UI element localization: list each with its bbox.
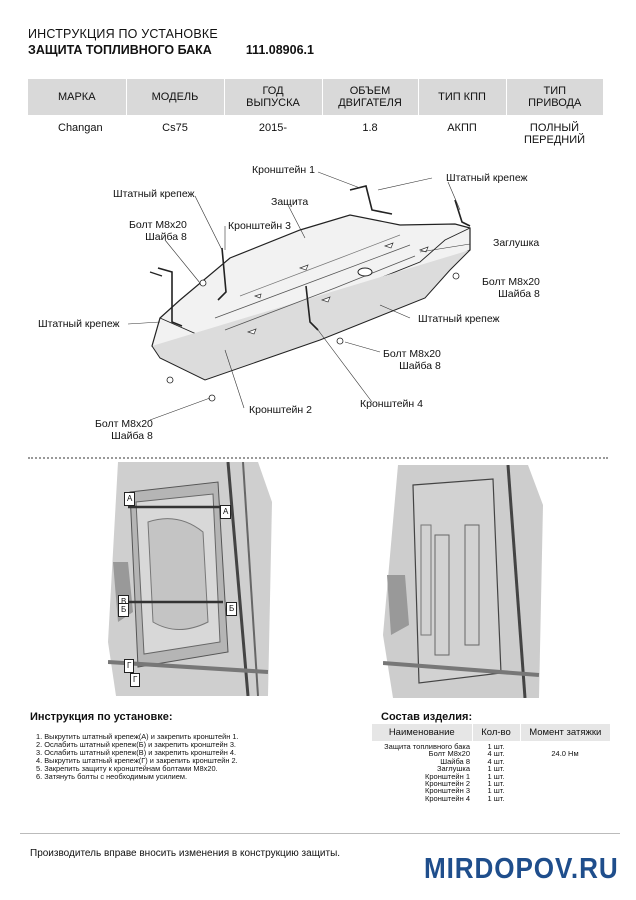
component-qty: 1 шт. [487,764,505,774]
col-engine: ОБЪЕМ ДВИГАТЕЛЯ [322,79,419,115]
col-brand: МАРКА [28,79,127,115]
component-qty: 4 шт. [487,756,505,766]
guard-photo-drawing [382,464,543,699]
val-engine: 1.8 [362,122,378,134]
footer-note: Производитель вправе вносить изменения в… [30,848,341,859]
label-bolt-left-top: Болт М8х20 Шайба 8 [129,219,187,243]
label-plug: Заглушка [493,237,540,249]
components-title: Состав изделия: [381,711,473,723]
label-bracket1: Кронштейн 1 [252,164,315,176]
component-qty: 4 шт. [487,749,505,759]
instruction-step: 2. Ослабить штатный крепеж(Б) и закрепит… [36,740,236,750]
instruction-step: 1. Выкрутить штатный крепеж(А) и закрепи… [36,732,239,741]
marker-b-right: Б [226,602,238,616]
table-row: Защита топливного бака 1 шт. 24.0 Нм [372,741,610,758]
val-drive: ПОЛНЫЙ ПЕРЕДНИЙ [523,122,586,146]
label-bracket2: Кронштейн 2 [249,404,312,416]
components-table: Наименование Кол-во Момент затяжки Защит… [372,724,610,802]
marker-a-right: А [220,505,232,519]
component-name: Кронштейн 1 [425,771,470,781]
table-row: Кронштейн 1 1 шт. [372,771,610,781]
label-bracket3: Кронштейн 3 [228,220,291,232]
label-std-fastener-mid: Штатный крепеж [418,313,500,325]
product-name: ЗАЩИТА ТОПЛИВНОГО БАКА [28,43,212,57]
table-row: Болт М8х20 4 шт. [372,749,610,759]
col-year: ГОД ВЫПУСКА [224,79,323,115]
col-torque: Момент затяжки [520,724,610,741]
label-bolt-mid: Болт М8х20 Шайба 8 [383,348,441,372]
table-row: Кронштейн 2 1 шт. [372,779,610,789]
component-name: Шайба 8 [440,756,470,766]
instruction-step: 4. Выкрутить штатный крепеж(Г) и закрепи… [36,756,238,766]
component-name: Кронштейн 3 [425,786,470,796]
col-qty: Кол-во [472,724,521,741]
component-qty: 1 шт. [487,779,505,789]
marker-g-right: Г [130,673,141,687]
label-protection: Защита [271,196,309,208]
product-title: ЗАЩИТА ТОПЛИВНОГО БАКА 111.08906.1 [28,43,314,57]
instruction-steps: 1. Выкрутить штатный крепеж(А) и закрепи… [36,732,239,782]
components-header-row: Наименование Кол-во Момент затяжки [372,724,610,741]
label-bolt-right: Болт М8х20 Шайба 8 [482,276,540,300]
label-bracket4: Кронштейн 4 [360,398,423,410]
label-std-fastener-left-top: Штатный крепеж [113,188,195,200]
component-qty: 1 шт. [487,742,505,751]
component-name: Кронштейн 4 [425,793,470,803]
col-drive: ТИП ПРИВОДА [506,79,603,115]
spec-value-row: Changan Cs75 2015- 1.8 АКПП ПОЛНЫЙ ПЕРЕД… [28,115,603,151]
marker-g-left: Г [124,659,135,673]
val-gearbox: АКПП [447,122,477,134]
component-qty: 1 шт. [487,771,505,781]
component-qty: 1 шт. [487,793,505,803]
spec-header-row: МАРКА МОДЕЛЬ ГОД ВЫПУСКА ОБЪЕМ ДВИГАТЕЛЯ… [28,79,603,115]
guard-drawing [127,171,471,421]
exploded-diagram: Кронштейн 1 Штатный крепеж Штатный крепе… [0,150,636,450]
instruction-step: 3. Ослабить штатный крепеж(В) и закрепит… [36,748,237,758]
val-year: 2015- [258,122,288,134]
section-divider [28,457,608,459]
label-bolt-bottom: Болт М8х20 Шайба 8 [95,418,153,442]
component-name: Кронштейн 2 [425,779,470,789]
torque-value: 24.0 Нм [551,749,579,758]
component-qty: 1 шт. [487,786,505,796]
label-std-fastener-top: Штатный крепеж [446,172,528,184]
marker-b-left: Б [118,603,130,617]
instruction-step: 5. Закрепить защиту к кронштейнам болтам… [36,764,218,774]
col-name: Наименование [372,724,473,741]
val-brand: Changan [58,122,103,134]
table-row: Шайба 8 4 шт. [372,756,610,766]
brand-watermark[interactable]: MIRDOPOV.RU [424,853,619,885]
underbody-photo-after [382,464,543,699]
vehicle-spec-table: МАРКА МОДЕЛЬ ГОД ВЫПУСКА ОБЪЕМ ДВИГАТЕЛЯ… [28,79,603,151]
part-number: 111.08906.1 [245,43,314,57]
table-row: Кронштейн 3 1 шт. [372,786,610,796]
marker-a-left: А [124,492,136,506]
table-row: Заглушка 1 шт. [372,764,610,774]
col-gearbox: ТИП КПП [418,79,507,115]
instructions-title: Инструкция по установке: [30,711,173,723]
val-model: Cs75 [162,122,188,134]
label-std-fastener-left: Штатный крепеж [38,318,120,330]
doc-title: ИНСТРУКЦИЯ ПО УСТАНОВКЕ [28,27,218,41]
component-name: Защита топливного бака [384,742,470,751]
instruction-step: 6. Затянуть болты с необходимым усилием. [36,772,188,782]
component-name: Заглушка [436,764,470,774]
underbody-photo-before: А А В Б Б Г Г [107,461,272,697]
footer-divider [20,833,620,834]
component-name: Болт М8х20 [428,749,470,759]
col-model: МОДЕЛЬ [126,79,225,115]
table-row: Кронштейн 4 1 шт. [372,793,610,803]
